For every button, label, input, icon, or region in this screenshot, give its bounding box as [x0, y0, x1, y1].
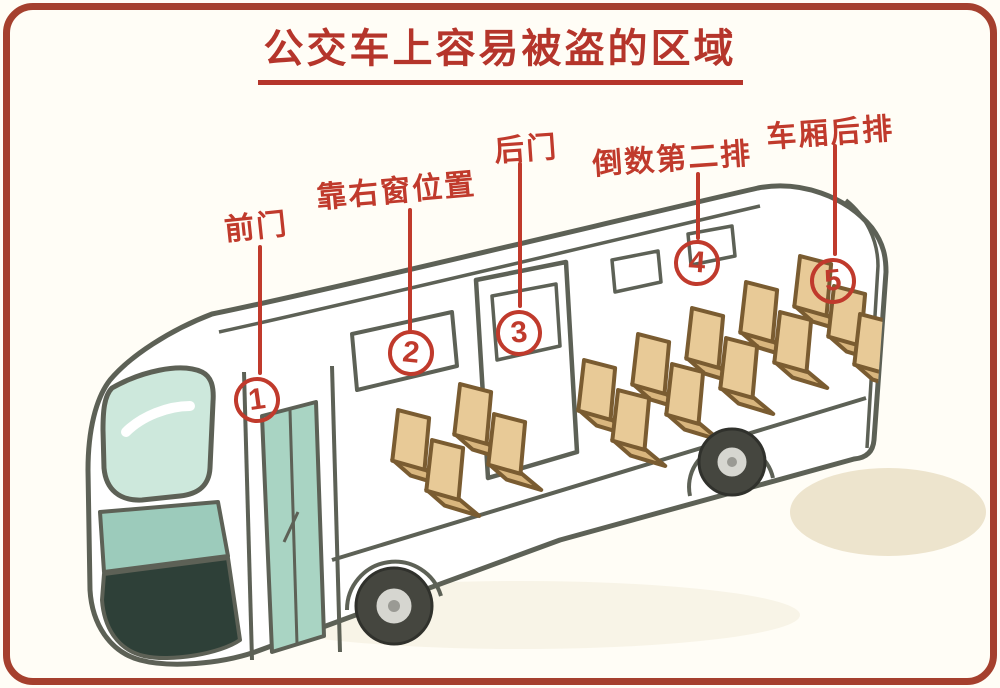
floor-line: [331, 396, 867, 562]
leader-line-5: [833, 144, 837, 256]
rear-wheel: [697, 427, 767, 497]
label-front-door: 前门: [222, 207, 290, 248]
side-window: [350, 310, 459, 392]
title-text: 公交车上容易被盗的区域: [257, 16, 743, 85]
leader-line-1: [258, 245, 262, 375]
leader-line-4: [696, 172, 700, 240]
front-wheel: [354, 566, 434, 646]
windshield-highlight: [121, 401, 195, 437]
leader-line-3: [518, 162, 522, 308]
leader-line-2: [408, 208, 412, 332]
label-back-row: 车厢后排: [765, 112, 896, 155]
front-bumper: [100, 556, 242, 660]
label-rear-door: 后门: [493, 130, 560, 169]
front-door: [242, 365, 342, 661]
page-title: 公交车上容易被盗的区域: [0, 16, 1000, 85]
front-wheel-arch: [344, 559, 443, 611]
rear-edge-line: [844, 198, 880, 449]
windshield: [100, 365, 216, 503]
rear-window-1: [610, 249, 663, 294]
